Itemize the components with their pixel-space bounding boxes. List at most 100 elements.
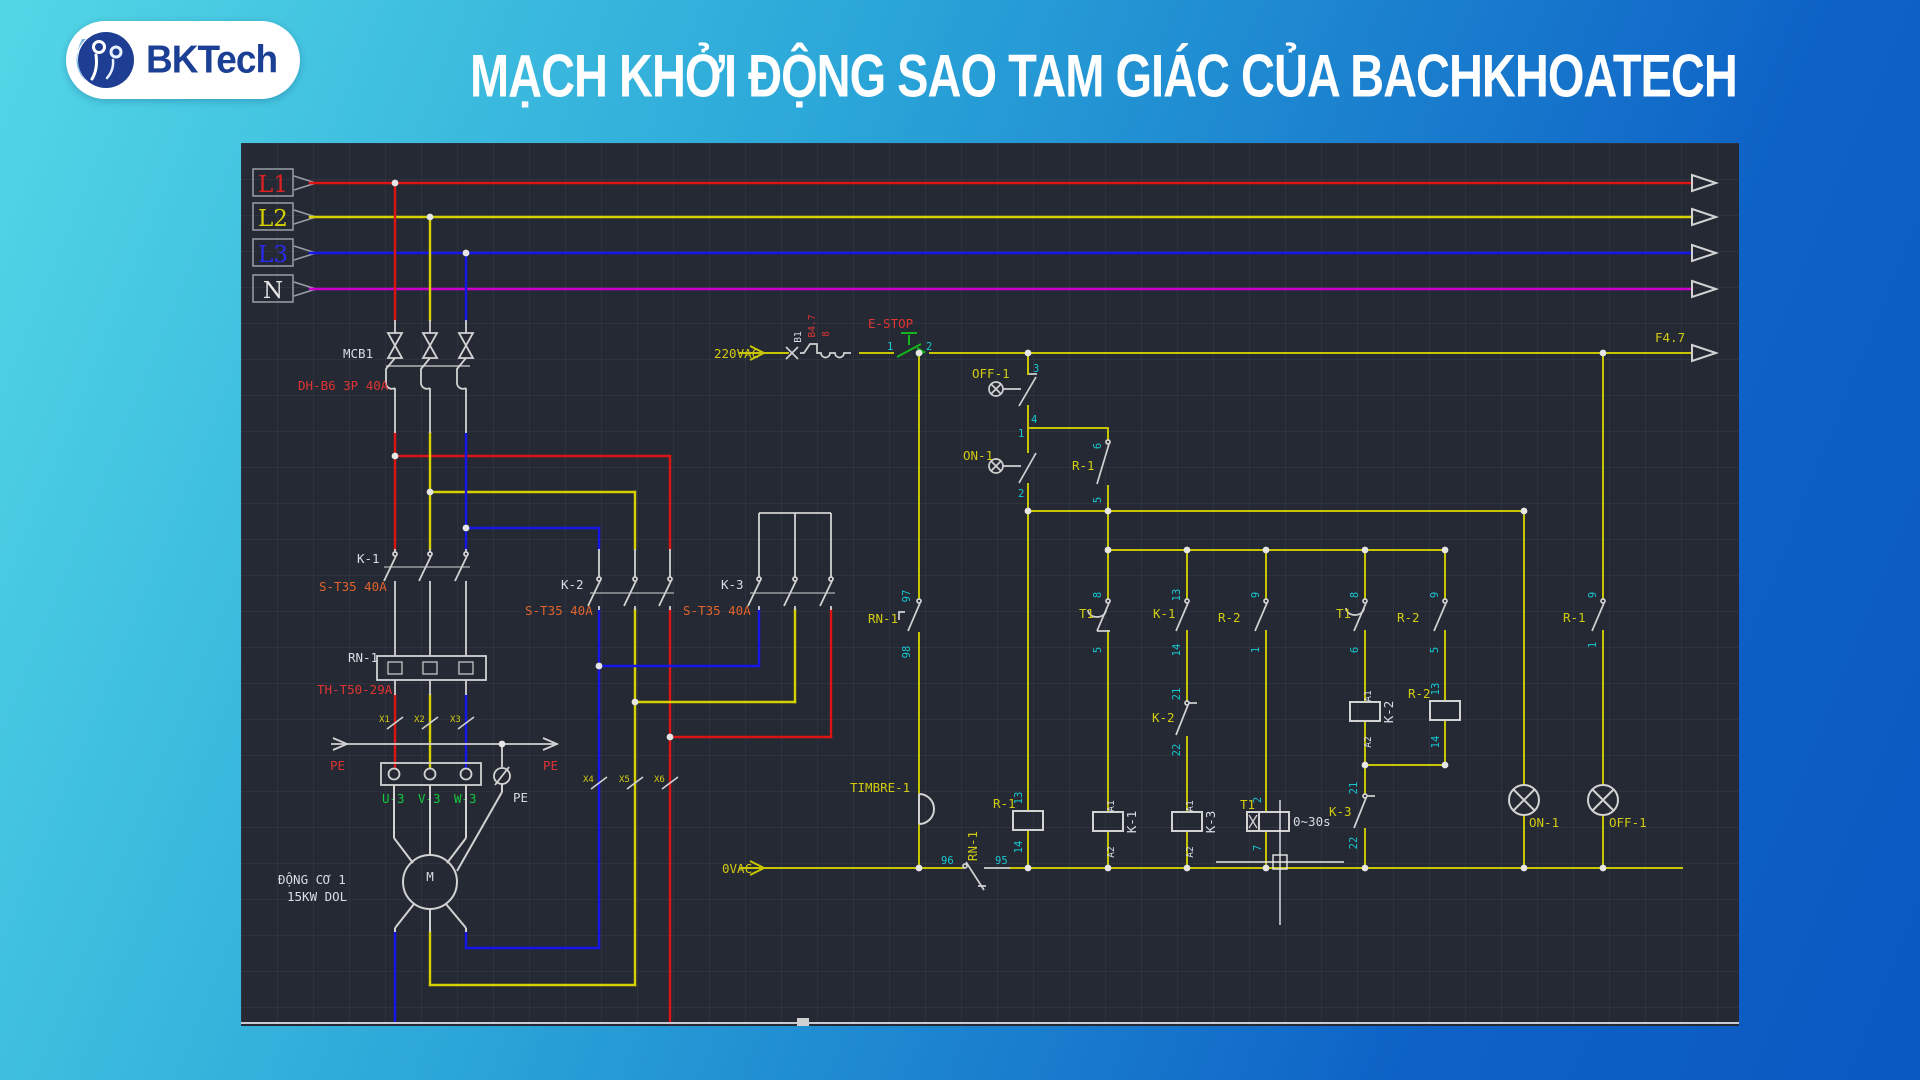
label-pe-left: PE (330, 758, 345, 773)
label-on1: ON-1 (963, 448, 993, 463)
on1-button (988, 452, 1037, 484)
pin-r2coil-13: 13 (1430, 683, 1442, 696)
pin-r2a-9: 9 (1250, 592, 1262, 598)
pin-estop-1: 1 (887, 341, 893, 353)
r1-coil (1012, 810, 1044, 831)
label-x5: X5 (619, 775, 630, 785)
page-title: MẠCH KHỞI ĐỘNG SAO TAM GIÁC CỦA BACHKHOA… (470, 41, 1738, 110)
mcb1-breaker (385, 320, 475, 433)
label-x2: X2 (414, 715, 425, 725)
pin-k2coil-a2: A2 (1363, 736, 1374, 747)
pin-r1coil-14: 14 (1013, 841, 1025, 854)
pin-rn1-98: 98 (901, 646, 913, 659)
circuit-diagram: L1 L2 L3 N (241, 168, 1739, 1026)
pin-k1no-13: 13 (1171, 589, 1183, 602)
pin-k3nc-22: 22 (1348, 837, 1360, 850)
power-wires-yellow (428, 215, 797, 987)
pin-r1coil-13: 13 (1013, 792, 1025, 805)
label-r1-no: R-1 (1563, 610, 1586, 625)
pin-k2coil-a1: A1 (1363, 690, 1374, 702)
pin-k2nc-22: 22 (1171, 744, 1183, 757)
k1-coil (1092, 811, 1124, 832)
rn1-alarm-contact (898, 598, 922, 632)
supply-lines (308, 181, 1694, 291)
label-t1-no: T1 (1336, 606, 1351, 621)
label-r1-coil: R-1 (993, 796, 1016, 811)
pin-t1nc-5: 5 (1092, 647, 1104, 653)
pin-t1no-8: 8 (1349, 592, 1361, 598)
r1-no-contact (1591, 598, 1606, 632)
label-k3-nc: K-3 (1329, 804, 1352, 819)
pin-k3nc-21: 21 (1348, 782, 1360, 795)
bktech-logo-icon (76, 32, 134, 88)
pin-k1coil-a2: A2 (1106, 846, 1117, 857)
label-r2-no-b: R-2 (1397, 610, 1420, 625)
rn1-nc-contact (962, 861, 1010, 891)
label-l1: L1 (258, 172, 288, 198)
label-220vac: 220VAC (714, 346, 759, 361)
label-timbre: TIMBRE-1 (850, 780, 910, 795)
label-l2: L2 (258, 206, 288, 232)
label-fuse-type: B4.7 (807, 315, 818, 338)
label-k3-type: S-T35 40A (683, 603, 751, 618)
label-x6: X6 (654, 775, 665, 785)
label-k2: K-2 (561, 577, 584, 592)
label-r2-coil: R-2 (1408, 686, 1431, 701)
supply-line-arrowheads (1691, 173, 1720, 299)
k2-contactor (587, 549, 674, 610)
bktech-logo: BKTech (66, 21, 300, 99)
pin-rn1-95: 95 (995, 855, 1008, 867)
label-r2-no-a: R-2 (1218, 610, 1241, 625)
label-k1: K-1 (357, 551, 380, 566)
label-mcb1-type: DH-B6 3P 40A (298, 378, 389, 393)
k3-contactor (747, 512, 835, 610)
pin-on1-1: 1 (1018, 428, 1024, 440)
pin-rn1-96: 96 (941, 855, 954, 867)
control-wires (739, 352, 1693, 869)
label-k2-nc: K-2 (1152, 710, 1175, 725)
t1-nc-contact (1087, 598, 1111, 632)
r1-holding-contact (1096, 439, 1111, 485)
motor-symbol: M (426, 869, 434, 884)
pin-r2b-5: 5 (1429, 647, 1441, 653)
label-l3: L3 (258, 242, 288, 268)
rn1-overload (376, 655, 487, 695)
pin-r1no-9: 9 (1587, 592, 1599, 598)
pin-k3coil-a1: A1 (1185, 800, 1196, 812)
label-x4: X4 (583, 775, 594, 785)
k3-coil (1171, 811, 1203, 832)
label-motor-name: ĐỘNG CƠ 1 (278, 872, 346, 887)
pin-t1nc-8: 8 (1092, 592, 1104, 598)
label-f47: F4.7 (1655, 330, 1685, 345)
pin-off1-4: 4 (1031, 414, 1037, 426)
pin-k3coil-a2: A2 (1185, 846, 1196, 857)
cad-drawing-canvas[interactable]: L1 L2 L3 N (241, 143, 1739, 1026)
pin-r1no-1: 1 (1587, 642, 1599, 648)
label-k3-coil: K-3 (1203, 811, 1218, 834)
label-pe-earth: PE (513, 790, 528, 805)
label-rn1: RN-1 (348, 650, 378, 665)
t1-no-contact (1345, 598, 1368, 632)
off1-lamp (1587, 784, 1619, 816)
label-fuse-b1: B1 (793, 331, 804, 343)
r2-no-contact-a (1254, 598, 1269, 632)
label-rn1-alarm: RN-1 (868, 611, 898, 626)
label-rn1-nc: RN-1 (965, 831, 980, 861)
label-0vac: 0VAC (722, 861, 752, 876)
r2-coil (1429, 700, 1461, 721)
label-x1: X1 (379, 715, 390, 725)
label-k3: K-3 (721, 577, 744, 592)
pin-t1coil-2: 2 (1252, 797, 1264, 803)
x-terminal-marks (386, 716, 679, 790)
r2-no-contact-b (1433, 598, 1448, 632)
k1-no-contact (1175, 598, 1190, 632)
pin-t1coil-7: 7 (1252, 845, 1264, 851)
label-k1-type: S-T35 40A (319, 579, 387, 594)
pin-k1coil-a1: A1 (1106, 800, 1117, 812)
pin-r1h-6: 6 (1092, 443, 1104, 449)
pin-k2nc-21: 21 (1171, 688, 1183, 701)
label-r1-holding: R-1 (1072, 458, 1095, 473)
t1-timer-coil (1246, 811, 1290, 832)
junction-dots (391, 179, 1607, 872)
label-mcb1: MCB1 (343, 346, 373, 361)
